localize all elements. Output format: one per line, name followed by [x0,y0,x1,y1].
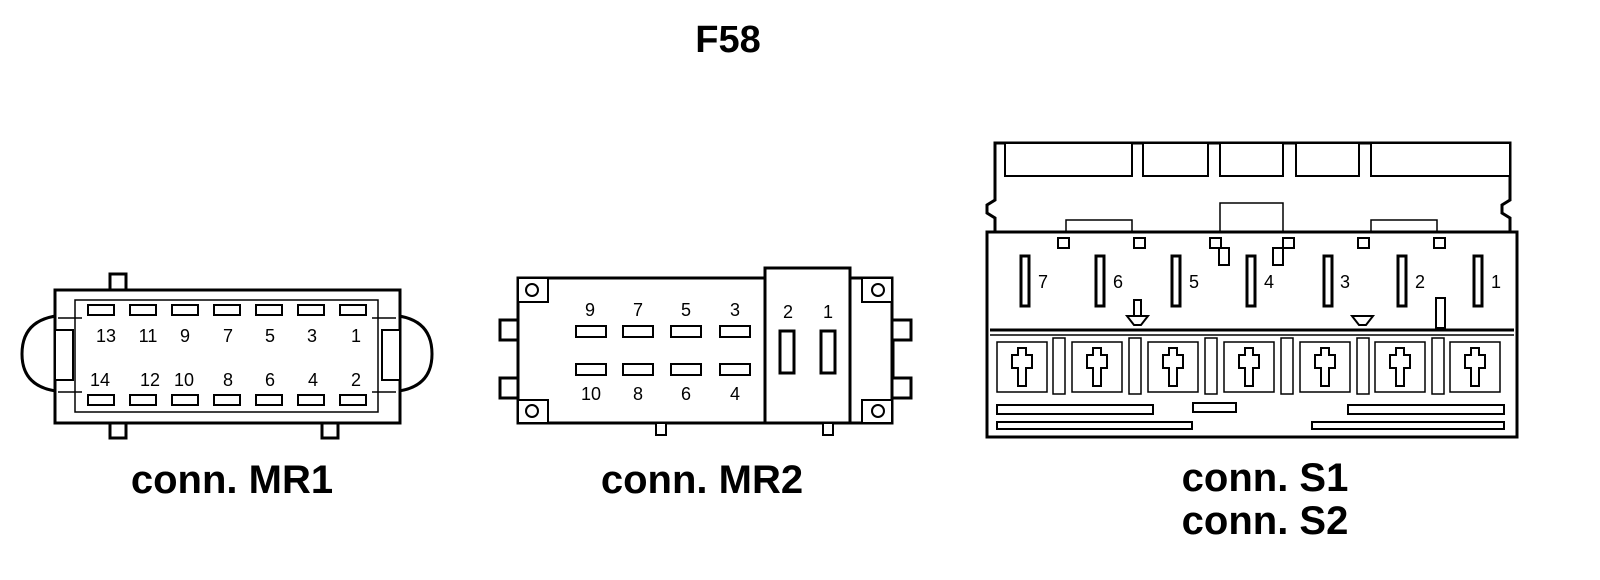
mr2-caption: conn. MR2 [601,458,803,502]
s1-pin-label: 7 [1038,272,1048,292]
mr1-pin-label: 10 [174,370,194,390]
mr2-pin-label: 2 [783,302,793,322]
s1-terminal-7 [1019,254,1031,308]
mr1-left-slot [54,329,74,381]
mr2-pin-label: 4 [730,384,740,404]
mr2-terminal-4 [719,363,751,376]
mr1-terminal-10 [171,394,199,406]
mr1-terminal-2 [339,394,367,406]
mr1-right-slot [381,329,401,381]
mr1-inner-frame [74,299,379,413]
mr2-pin-label: 5 [681,300,691,320]
mr1-pin-label: 14 [90,370,110,390]
mr2-pin-label: 1 [823,302,833,322]
connector-s1-s2: 7 6 5 4 3 2 1 [985,141,1519,543]
s1-lock-tabs [1011,347,1486,387]
s1-top-cell [1295,142,1360,177]
mr2-terminal-6 [670,363,702,376]
s1-pin-label: 1 [1491,272,1501,292]
mr1-caption: conn. MR1 [131,458,333,502]
mr2-mount-hole [525,404,539,418]
s1-top-cell [1219,142,1284,177]
s1-pin-label: 2 [1415,272,1425,292]
mr1-terminal-9 [171,304,199,316]
mr2-pin-label: 7 [633,300,643,320]
mr2-terminal-8 [622,363,654,376]
mr1-terminal-11 [129,304,157,316]
s1-top-cell [1370,142,1511,177]
mr2-pin-label: 10 [581,384,601,404]
mr2-power-section [763,266,852,425]
mr1-terminal-8 [213,394,241,406]
mr1-pin-label: 1 [351,326,361,346]
mr2-pin-label: 8 [633,384,643,404]
mr1-pin-label: 11 [139,326,158,346]
mr2-mount-hole [871,404,885,418]
mr2-mount-hole [525,283,539,297]
mr1-pin-label: 2 [351,370,361,390]
s1-terminal-4 [1245,254,1257,308]
s1-caption: conn. S1 [1182,456,1349,500]
s1-top-cell [1142,142,1209,177]
s1-pin-label: 6 [1113,272,1123,292]
mr1-pin-label: 8 [223,370,233,390]
mr2-terminal-2 [778,329,796,375]
mr2-pin-label: 3 [730,300,740,320]
mr1-terminal-6 [255,394,283,406]
s1-top-cell [1004,142,1133,177]
mr1-terminal-12 [129,394,157,406]
s1-terminal-6 [1094,254,1106,308]
s1-pin-label: 3 [1340,272,1350,292]
s1-latch-row [996,337,1501,395]
s1-pin-label: 4 [1264,272,1274,292]
mr1-pin-label: 13 [96,326,116,346]
mr1-pin-label: 3 [307,326,317,346]
mr1-pin-label: 4 [308,370,318,390]
s1-terminal-3 [1322,254,1334,308]
mr1-terminal-13 [87,304,115,316]
diagram-title: F58 [695,19,760,61]
mr1-terminal-7 [213,304,241,316]
mr1-terminal-4 [297,394,325,406]
s1-terminal-5 [1170,254,1182,308]
s1-terminal-1 [1472,254,1484,308]
mr2-bottom-key [822,422,834,436]
s1-terminal-2 [1396,254,1408,308]
mr2-terminal-10 [575,363,607,376]
mr2-mount-hole [871,283,885,297]
mr1-pin-label: 7 [223,326,233,346]
connector-mr1: 13 11 9 7 5 3 1 14 12 10 8 6 4 2 conn. M… [20,272,434,502]
mr1-pin-label: 9 [180,326,190,346]
mr2-pin-label: 9 [585,300,595,320]
mr2-terminal-1 [819,329,837,375]
connector-mr2: 9 7 5 3 10 8 6 4 2 1 conn. MR2 [498,266,913,502]
mr2-bottom-key [655,422,667,436]
mr2-terminal-5 [670,325,702,338]
mr2-terminal-7 [622,325,654,338]
mr1-pin-label: 5 [265,326,275,346]
s1-pin-label: 5 [1189,272,1199,292]
mr1-terminal-14 [87,394,115,406]
mr1-terminal-5 [255,304,283,316]
mr2-terminal-9 [575,325,607,338]
mr1-terminal-3 [297,304,325,316]
mr1-pin-label: 12 [140,370,160,390]
s2-caption: conn. S2 [1182,499,1349,543]
mr1-terminal-1 [339,304,367,316]
mr2-pin-label: 6 [681,384,691,404]
mr1-pin-label: 6 [265,370,275,390]
mr2-terminal-3 [719,325,751,338]
